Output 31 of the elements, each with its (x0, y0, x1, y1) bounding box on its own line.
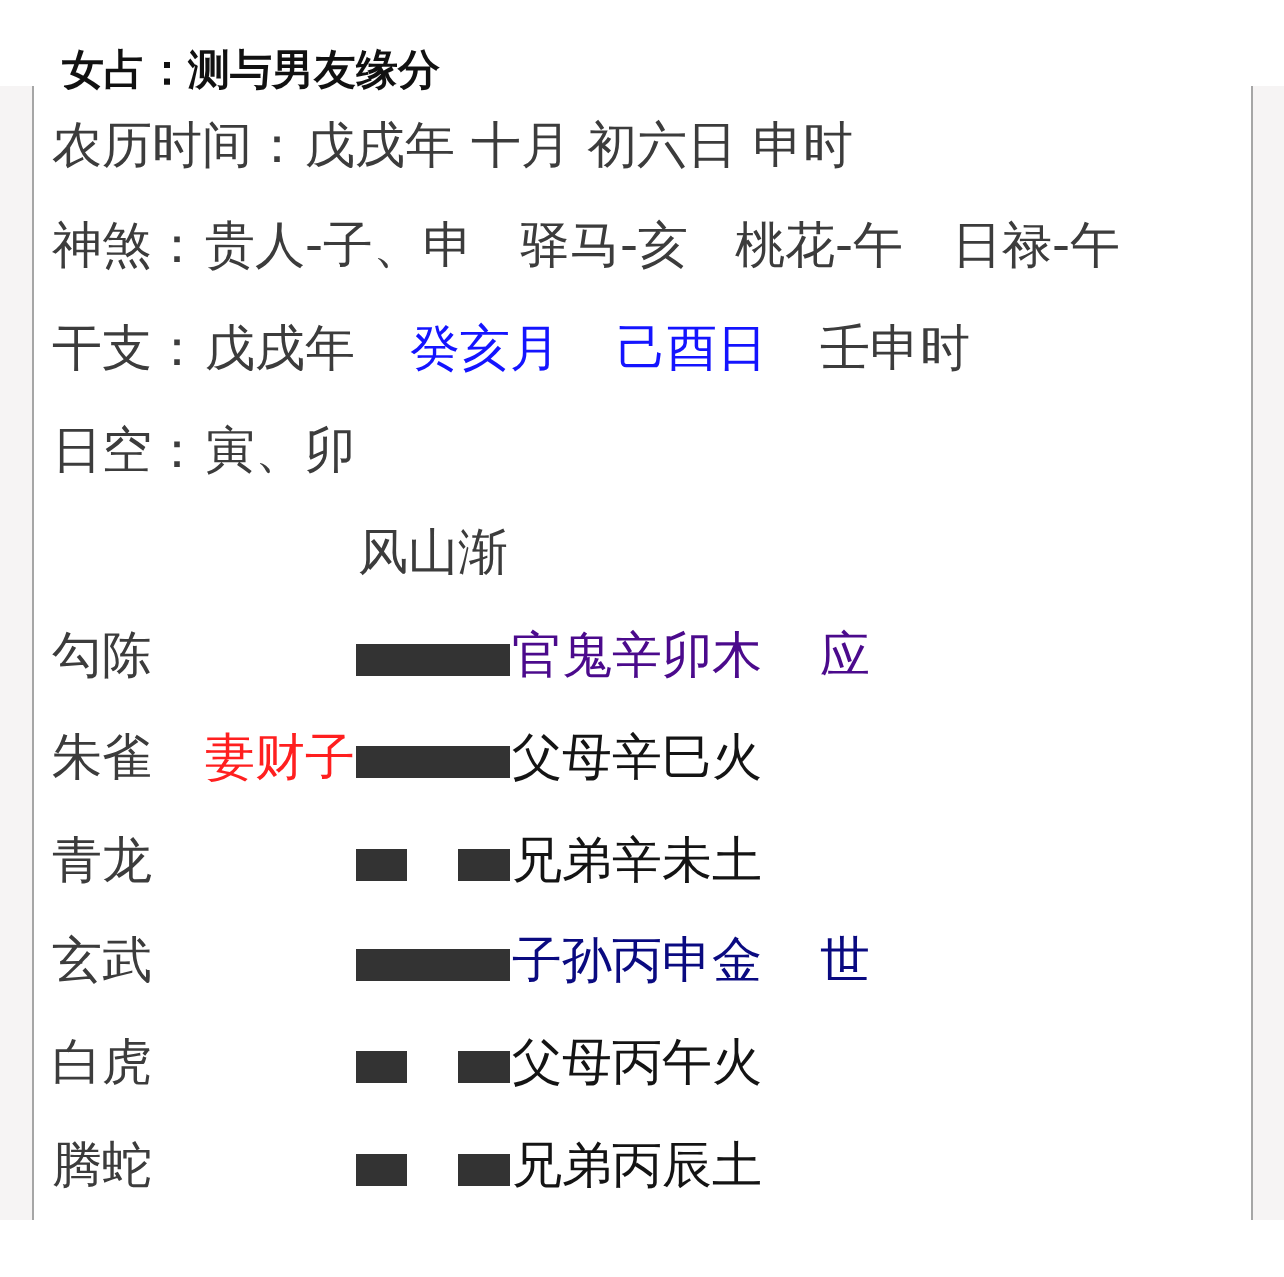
spirit-name: 朱雀 (52, 727, 152, 787)
line-text: 官鬼辛卯木 (512, 625, 762, 685)
shensha-text: 贵人-子、申 (205, 215, 474, 275)
shensha-text: 日禄-午 (952, 215, 1121, 275)
line-text: 父母辛巳火 (512, 727, 762, 787)
world-marker: 世 (820, 930, 870, 990)
ganzhi-text: 戊戌年 (205, 318, 355, 378)
line-text: 兄弟丙辰土 (512, 1135, 762, 1195)
field-label: 神煞： (52, 215, 202, 275)
spirit-name: 腾蛇 (52, 1135, 152, 1195)
field-label: 日空： (52, 420, 202, 480)
hexagram-name: 风山渐 (358, 522, 508, 582)
spirit-name: 勾陈 (52, 625, 152, 685)
date-text: 戊戌年 十月 初六日 申时 (305, 115, 853, 175)
shensha-text: 驿马-亥 (520, 215, 689, 275)
title: 女占：测与男友缘分 (62, 44, 440, 96)
ganzhi-text: 癸亥月 (410, 318, 560, 378)
field-label: 农历时间： (52, 115, 302, 175)
spirit-name: 玄武 (52, 930, 152, 990)
shensha-text: 桃花-午 (735, 215, 904, 275)
void-text: 寅、卯 (205, 420, 355, 480)
spirit-name: 白虎 (52, 1032, 152, 1092)
hidden-line-text: 妻财子 (205, 727, 355, 787)
spirit-name: 青龙 (52, 830, 152, 890)
ganzhi-text: 己酉日 (617, 318, 767, 378)
response-marker: 应 (820, 625, 870, 685)
field-label: 干支： (52, 318, 202, 378)
ganzhi-text: 壬申时 (820, 318, 970, 378)
line-text: 兄弟辛未土 (512, 830, 762, 890)
line-text: 父母丙午火 (512, 1032, 762, 1092)
line-text: 子孙丙申金 (512, 930, 762, 990)
